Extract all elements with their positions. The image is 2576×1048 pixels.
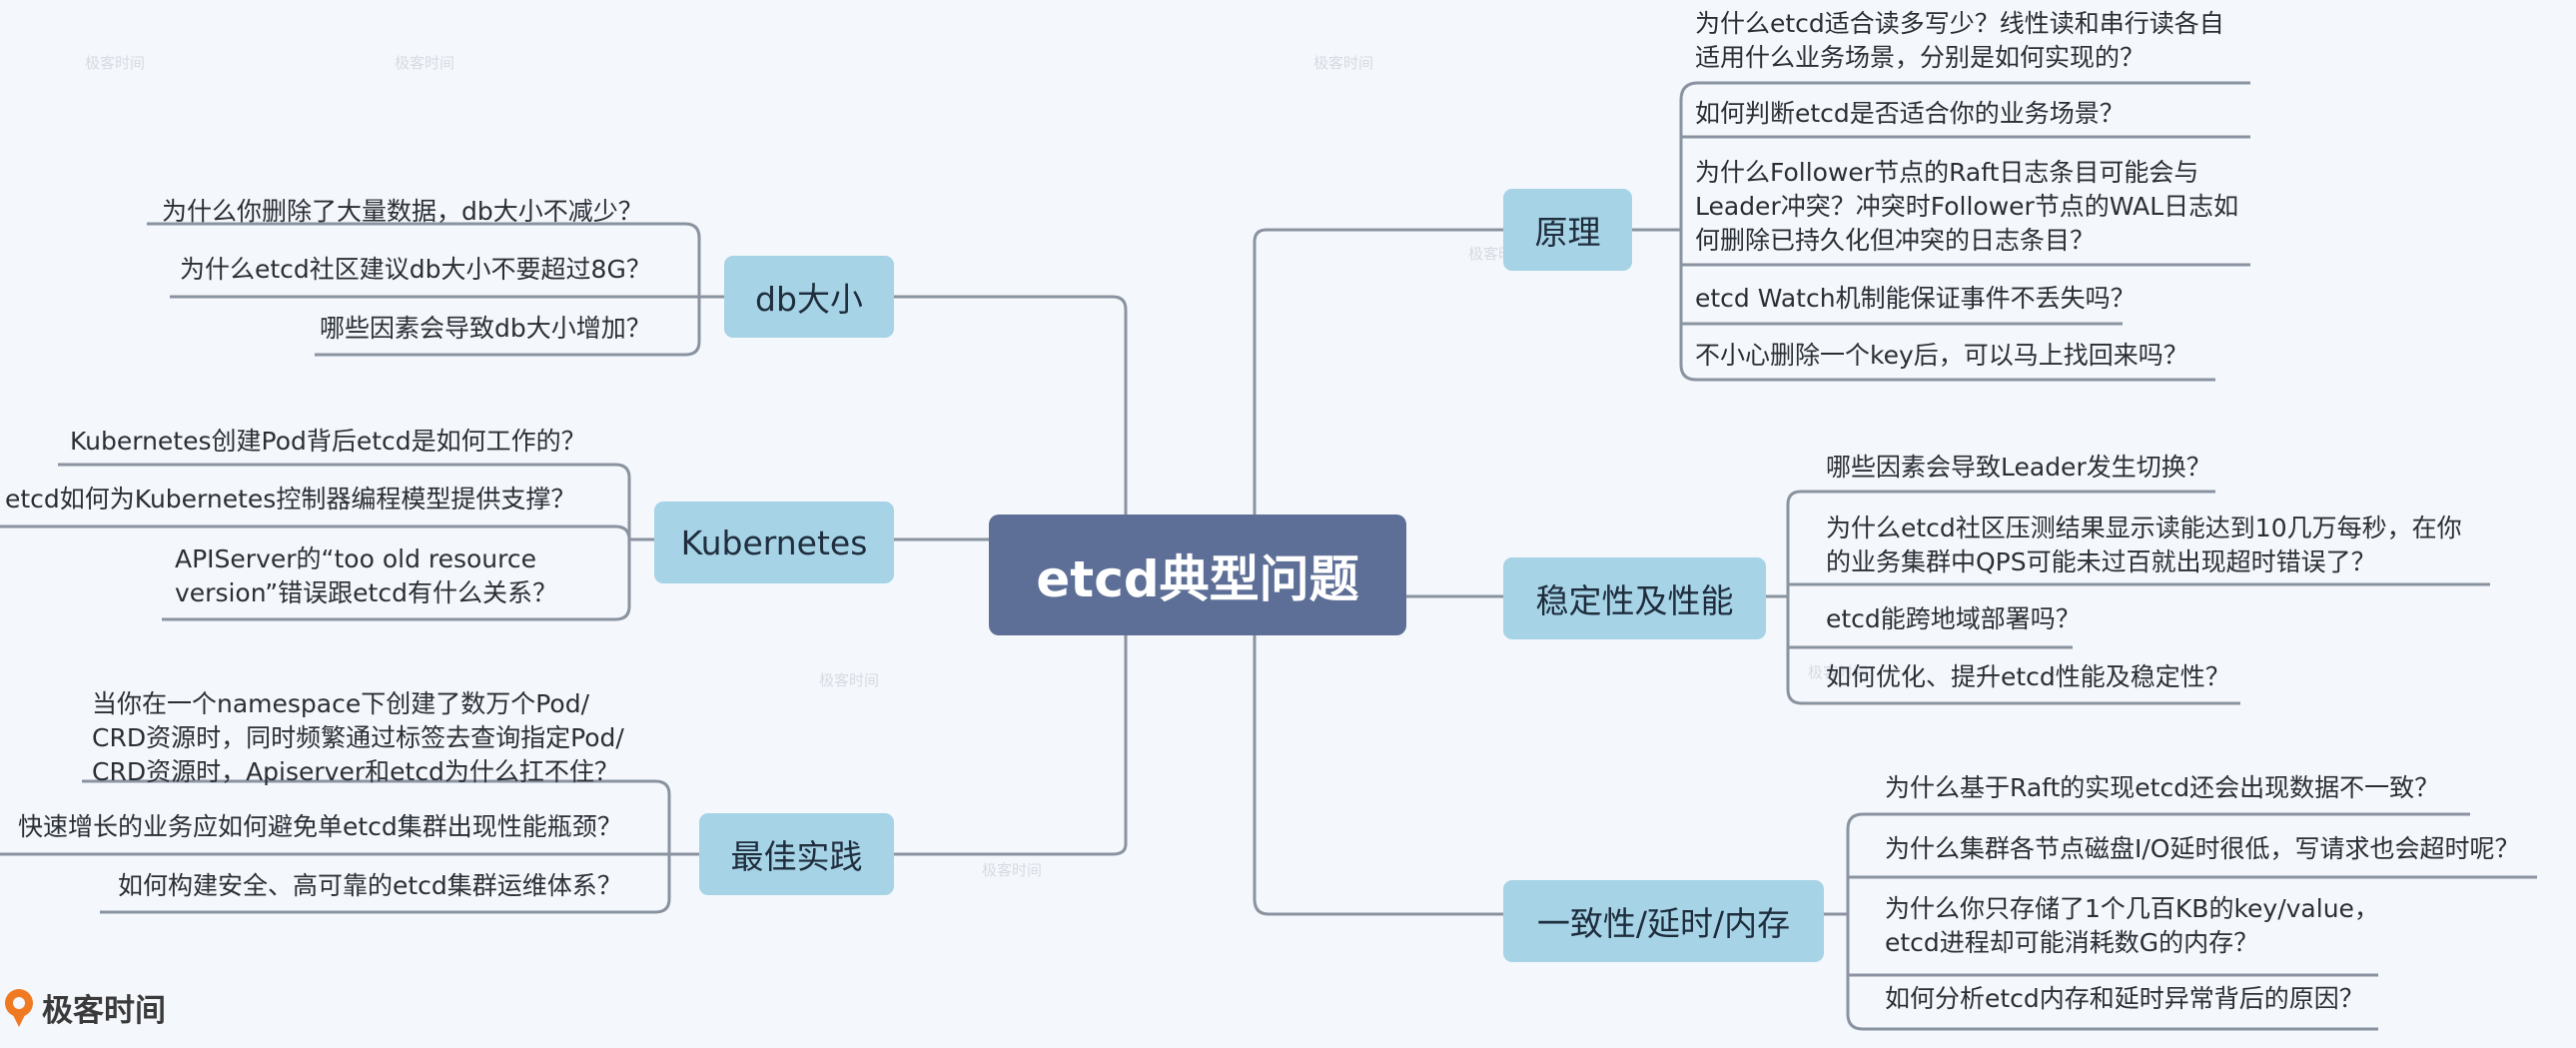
leaf-principle-1: 为什么etcd适合读多写少？线性读和串行读各自 适用什么业务场景，分别是如何实现… bbox=[1695, 9, 2224, 72]
leaf-stability-1: 哪些因素会导致Leader发生切换？ bbox=[1826, 453, 2211, 482]
leaf-bestpractice-1: 当你在一个namespace下创建了数万个Pod/ CRD资源时，同时频繁通过标… bbox=[92, 689, 624, 786]
watermark: 极客时间 bbox=[395, 54, 455, 72]
leaf-stability-3: etcd能跨地域部署吗？ bbox=[1826, 604, 2081, 633]
leaf-principle-4: etcd Watch机制能保证事件不丢失吗？ bbox=[1695, 284, 2136, 313]
watermark: 极客时间 bbox=[1808, 663, 1869, 681]
leaf-bestpractice-3: 如何构建安全、高可靠的etcd集群运维体系？ bbox=[118, 871, 622, 900]
branch-consistency: 一致性/延时/内存 bbox=[1503, 880, 1824, 962]
root-node: etcd典型问题 bbox=[989, 515, 1406, 635]
branch-label: db大小 bbox=[755, 280, 863, 319]
leaf-consistency-4: 如何分析etcd内存和延时异常背后的原因？ bbox=[1885, 984, 2364, 1013]
leaf-dbsize-1: 为什么你删除了大量数据，db大小不减少？ bbox=[162, 197, 643, 226]
branch-stability: 稳定性及性能 bbox=[1503, 557, 1766, 639]
leaf-consistency-1: 为什么基于Raft的实现etcd还会出现数据不一致？ bbox=[1885, 773, 2440, 802]
watermark: 极客时间 bbox=[85, 54, 146, 72]
leaf-kubernetes-2: etcd如何为Kubernetes控制器编程模型提供支撑？ bbox=[5, 485, 576, 514]
geektime-logo: 极客时间 bbox=[2, 985, 166, 1030]
leaf-principle-3: 为什么Follower节点的Raft日志条目可能会与 Leader冲突？冲突时F… bbox=[1695, 158, 2239, 255]
branch-dbsize: db大小 bbox=[724, 256, 894, 338]
leaf-dbsize-2: 为什么etcd社区建议db大小不要超过8G？ bbox=[180, 255, 651, 284]
watermark: 极客时间 bbox=[1313, 54, 1374, 72]
branch-label: Kubernetes bbox=[680, 523, 868, 562]
branch-label: 原理 bbox=[1534, 213, 1601, 252]
branch-label: 最佳实践 bbox=[730, 837, 863, 876]
branch-kubernetes: Kubernetes bbox=[654, 502, 894, 583]
leaf-bestpractice-2: 快速增长的业务应如何避免单etcd集群出现性能瓶颈？ bbox=[18, 812, 622, 841]
leaf-stability-4: 如何优化、提升etcd性能及稳定性？ bbox=[1826, 662, 2230, 691]
logo-text: 极客时间 bbox=[42, 993, 166, 1029]
leaf-kubernetes-3: APIServer的“too old resource version”错误跟e… bbox=[175, 544, 557, 607]
leaf-dbsize-3: 哪些因素会导致db大小增加？ bbox=[320, 314, 651, 343]
branch-bestpractice: 最佳实践 bbox=[699, 813, 894, 895]
watermark: 极客时间 bbox=[819, 671, 880, 689]
branch-label: 一致性/延时/内存 bbox=[1536, 904, 1791, 943]
leaf-consistency-3: 为什么你只存储了1个几百KB的key/value， etcd进程却可能消耗数G的… bbox=[1885, 894, 2379, 957]
watermark: 极客时间 bbox=[982, 861, 1043, 879]
leaf-consistency-2: 为什么集群各节点磁盘I/O延时很低，写请求也会超时呢？ bbox=[1885, 834, 2520, 863]
branch-principle: 原理 bbox=[1503, 189, 1632, 271]
geektime-logo-icon bbox=[5, 988, 33, 1027]
leaf-kubernetes-1: Kubernetes创建Pod背后etcd是如何工作的？ bbox=[70, 427, 586, 456]
leaf-principle-2: 如何判断etcd是否适合你的业务场景？ bbox=[1695, 99, 2125, 128]
leaf-principle-5: 不小心删除一个key后，可以马上找回来吗？ bbox=[1695, 341, 2188, 370]
branch-label: 稳定性及性能 bbox=[1535, 581, 1734, 620]
leaf-stability-2: 为什么etcd社区压测结果显示读能达到10几万每秒，在你 的业务集群中QPS可能… bbox=[1826, 514, 2462, 576]
root-label: etcd典型问题 bbox=[1036, 549, 1359, 608]
